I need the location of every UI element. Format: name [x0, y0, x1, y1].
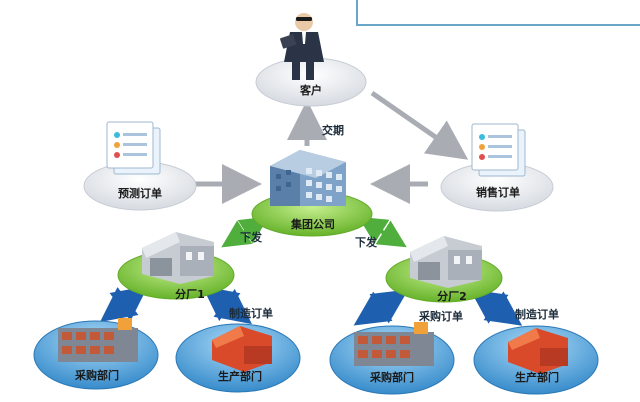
delivery-label: 交期 [322, 124, 344, 137]
customer-label: 客户 [300, 84, 322, 97]
group-company-label: 集团公司 [291, 218, 335, 231]
arrow-branch1-purchase [100, 286, 148, 322]
issue-label-right: 下发 [355, 236, 377, 249]
arrow-customer-to-sales-order [370, 90, 469, 160]
purchase-order-label: 采购订单 [419, 310, 463, 323]
businessman-icon [280, 13, 324, 80]
purchase-dept-1-label: 采购部门 [75, 369, 119, 382]
issue-label-left: 下发 [240, 231, 262, 244]
production-building-2-icon [508, 328, 568, 374]
purchase-dept-2-label: 采购部门 [370, 371, 414, 384]
factory-2-icon [410, 236, 482, 288]
sales-order-label: 销售订单 [476, 186, 520, 199]
arrow-branch1-production [202, 285, 252, 325]
forecast-document-icon [106, 121, 161, 175]
arrows [100, 90, 523, 326]
branch1-label: 分厂1 [175, 288, 205, 301]
warehouse-shelves-1-icon [58, 318, 138, 362]
sales-document-icon [471, 123, 526, 177]
production-dept-1-label: 生产部门 [218, 370, 262, 383]
production-dept-2-label: 生产部门 [515, 371, 559, 384]
office-building-icon [270, 150, 346, 206]
arrow-group-branch1 [221, 216, 269, 248]
production-building-1-icon [212, 326, 272, 372]
mfg-order-label-1: 制造订单 [229, 307, 273, 320]
factory-1-icon [142, 232, 214, 284]
arrow-branch2-purchase [353, 289, 409, 326]
forecast-order-label: 预测订单 [118, 187, 162, 200]
branch2-label: 分厂2 [437, 290, 467, 303]
corner-panel [356, 0, 640, 26]
mfg-order-label-2: 制造订单 [515, 308, 559, 321]
arrow-branch2-production [469, 289, 523, 326]
arrow-group-branch2 [358, 216, 407, 248]
warehouse-shelves-2-icon [354, 322, 434, 366]
